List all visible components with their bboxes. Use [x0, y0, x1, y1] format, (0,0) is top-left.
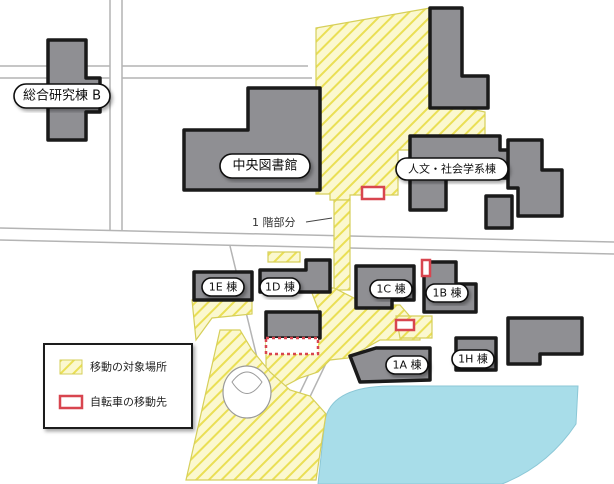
label-text-1h: 1H 棟 — [458, 352, 488, 366]
label-text-1b: 1B 棟 — [432, 286, 461, 300]
label-1b: 1B 棟 — [425, 283, 469, 303]
buildings — [46, 6, 584, 384]
label-text-central-library: 中央図書館 — [232, 159, 297, 174]
building-humanities-annex — [506, 138, 564, 218]
label-text-1d: 1D 棟 — [265, 280, 295, 294]
label-text-research-b: 総合研究棟 B — [23, 89, 101, 104]
legend — [43, 343, 193, 429]
annotation-floor1-text: 1 階部分 — [252, 215, 296, 229]
building-humanities-small — [484, 194, 514, 230]
bicycle-destination-1c-south — [394, 318, 416, 332]
bicycle-destinations — [264, 185, 432, 356]
label-text-humanities-social: 人文・社会学系棟 — [408, 162, 496, 176]
legend-label-relocation: 移動の対象場所 — [90, 360, 167, 374]
legend-swatch-bicycle — [58, 394, 84, 410]
building-1d-south — [264, 310, 322, 340]
pond — [317, 385, 579, 484]
path-loop — [222, 365, 272, 419]
label-text-1e: 1E 棟 — [209, 280, 237, 294]
annotation-floor1: 1 階部分 — [252, 215, 333, 229]
legend-swatch-relocation — [59, 359, 83, 375]
label-1e: 1E 棟 — [201, 277, 245, 297]
label-research-b: 総合研究棟 B — [13, 83, 111, 109]
bicycle-destination-library — [360, 185, 386, 201]
label-1c: 1C 棟 — [369, 279, 413, 299]
building-east-annex — [506, 316, 584, 366]
label-central-library: 中央図書館 — [219, 153, 311, 179]
label-text-1a: 1A 棟 — [392, 358, 421, 372]
legend-items: 移動の対象場所 自転車の移動先 — [58, 359, 167, 410]
relocation-zone-corridor — [333, 199, 351, 291]
bicycle-destination-1d-south — [264, 336, 320, 356]
label-1d: 1D 棟 — [259, 277, 301, 297]
relocation-zones — [185, 7, 486, 481]
building-north-wing — [428, 6, 490, 110]
bicycle-destination-1c-north — [420, 258, 432, 278]
label-1h: 1H 棟 — [451, 349, 495, 369]
label-1a: 1A 棟 — [385, 355, 429, 375]
label-text-1c: 1C 棟 — [376, 282, 405, 296]
legend-label-bicycle: 自転車の移動先 — [90, 395, 167, 409]
label-humanities-social: 人文・社会学系棟 — [395, 157, 509, 181]
relocation-zone-middle — [267, 251, 301, 263]
